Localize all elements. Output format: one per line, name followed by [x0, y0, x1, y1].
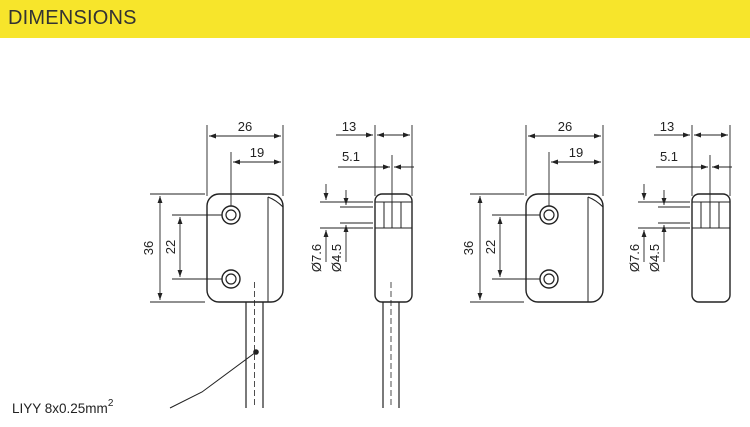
dim-hole-spacing-right: 22 [483, 240, 498, 254]
page-title: DIMENSIONS [8, 7, 137, 29]
dim-depth-left: 13 [342, 119, 356, 134]
dim-height-right: 36 [461, 241, 476, 255]
dim-step-right: 5.1 [660, 149, 678, 164]
dim-hole-spacing-left: 22 [163, 240, 178, 254]
dim-depth-right: 13 [660, 119, 674, 134]
front-view-left-dimensions [150, 125, 284, 303]
side-view-left [374, 193, 413, 408]
side-view-right [691, 193, 731, 303]
dim-diameter-inner-right: Ø4.5 [647, 244, 662, 272]
side-view-left-dimensions [320, 125, 414, 262]
front-view-right [525, 193, 604, 303]
dim-diameter-outer-right: Ø7.6 [627, 244, 642, 272]
cable-leader-dot [253, 349, 259, 355]
dim-height-left: 36 [141, 241, 156, 255]
dim-hole-offset-left: 19 [250, 145, 264, 160]
front-view-left [206, 193, 284, 408]
dim-width-left: 26 [238, 119, 252, 134]
side-view-right-dimensions [638, 125, 732, 262]
front-view-right-dimensions [470, 125, 604, 303]
cable-label: LIYY 8x0.25mm2 [12, 398, 114, 416]
dim-diameter-outer-left: Ø7.6 [309, 244, 324, 272]
dim-hole-offset-right: 19 [569, 145, 583, 160]
dim-width-right: 26 [558, 119, 572, 134]
dim-diameter-inner-left: Ø4.5 [329, 244, 344, 272]
header-bar: DIMENSIONS [0, 0, 750, 38]
cable-leader [169, 351, 257, 409]
dim-step-left: 5.1 [342, 149, 360, 164]
